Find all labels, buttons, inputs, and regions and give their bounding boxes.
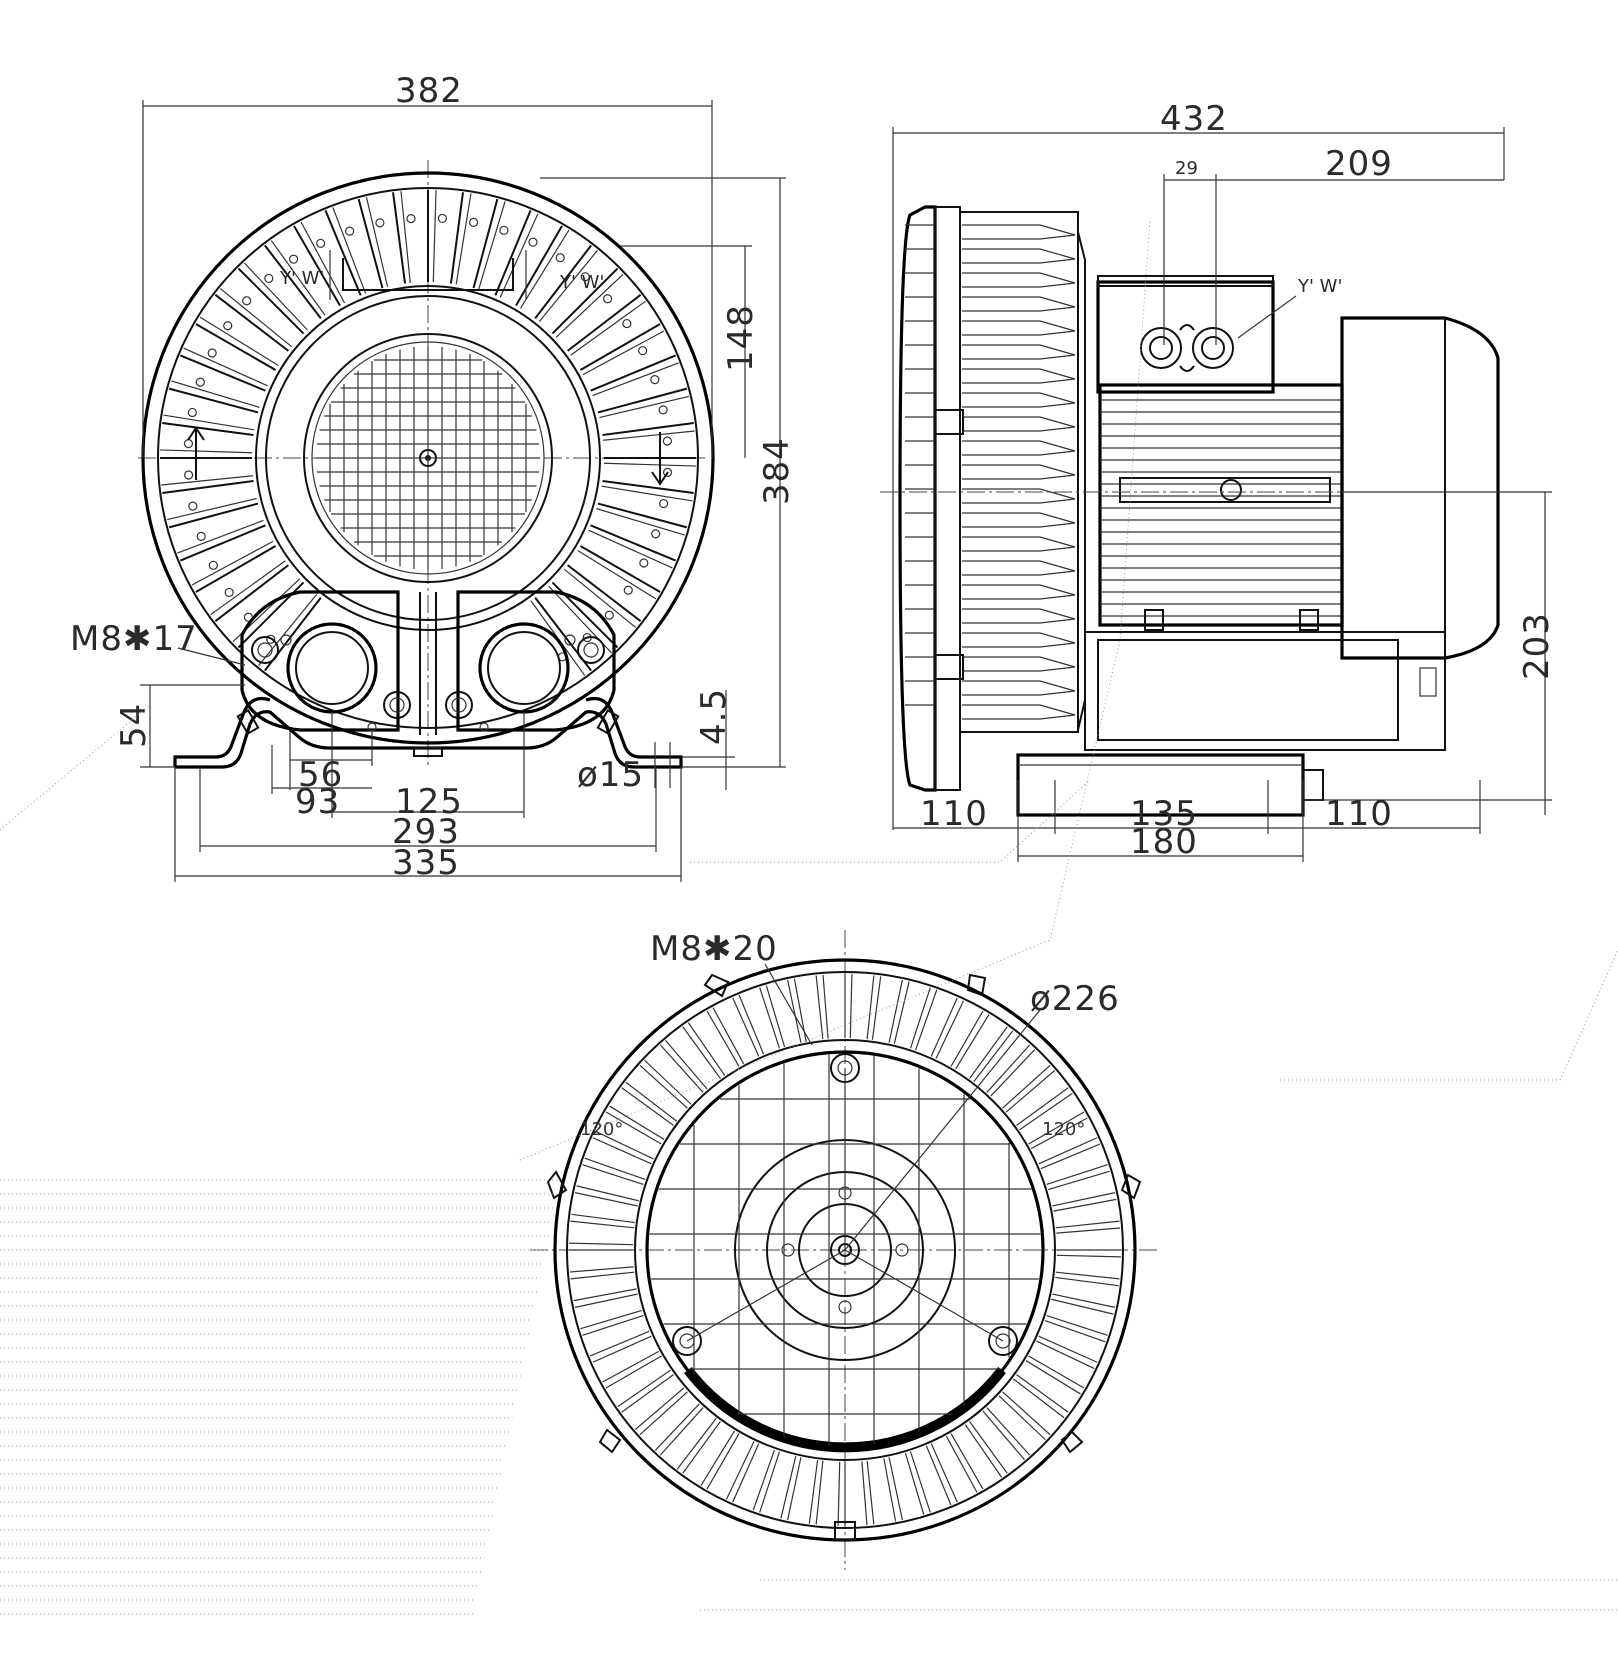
dim-port-spacing: 125	[395, 782, 463, 822]
rear-angle-left: 120°	[580, 1119, 623, 1140]
dim-terminal-offset: 29	[1175, 158, 1198, 179]
fan-cover	[1340, 316, 1500, 660]
rear-angle-right: 120°	[1042, 1119, 1085, 1140]
dim-terminal-length: 209	[1325, 144, 1393, 184]
dim-port-93: 93	[295, 782, 340, 822]
dim-base-total: 180	[1130, 822, 1198, 862]
dim-base-width: 335	[392, 843, 460, 883]
motor-body	[1098, 383, 1344, 627]
side-view: Y' W' 432 29 209 203	[880, 99, 1557, 862]
dim-overall-width: 382	[395, 71, 463, 111]
fan-grille	[303, 333, 553, 583]
dim-base-left: 110	[920, 794, 988, 834]
rear-mount-screw: M8✱20	[650, 929, 778, 969]
construction-lines	[0, 219, 1618, 1615]
dim-base-right: 110	[1325, 794, 1393, 834]
dim-hole-diameter: ø15	[577, 755, 644, 795]
motor-housing	[265, 295, 591, 621]
dim-flange-height: 54	[114, 703, 154, 748]
cooling-fins	[160, 190, 696, 676]
dim-base-mid: 135	[1130, 794, 1198, 834]
dim-overall-height: 384	[757, 437, 797, 505]
side-housing	[898, 205, 937, 792]
side-fins	[905, 224, 1076, 720]
dim-shaft-height: 203	[1517, 612, 1557, 680]
dim-side-overall-length: 432	[1160, 99, 1228, 139]
inlet-port	[286, 622, 378, 714]
dim-upper-height: 148	[721, 304, 761, 372]
side-terminal-label: Y' W'	[1297, 276, 1342, 297]
front-view: Y' W' Y' W' 382 148 384 54 4.5 ø15	[70, 71, 797, 883]
outlet-port	[478, 622, 570, 714]
rear-view: M8✱20 ø226 120° 120°	[530, 929, 1160, 1570]
terminal-box	[1096, 280, 1275, 394]
front-terminal-label-right: Y' W'	[559, 272, 604, 293]
grille-grid	[316, 346, 540, 570]
rear-fins	[569, 974, 1121, 1526]
dim-foot-thickness: 4.5	[694, 688, 734, 745]
front-mount-screw: M8✱17	[70, 619, 198, 659]
front-terminal-label-left: Y' W'	[279, 268, 324, 289]
rear-bolt-circle: ø226	[1030, 979, 1120, 1019]
dim-foot-spacing: 293	[392, 812, 460, 852]
